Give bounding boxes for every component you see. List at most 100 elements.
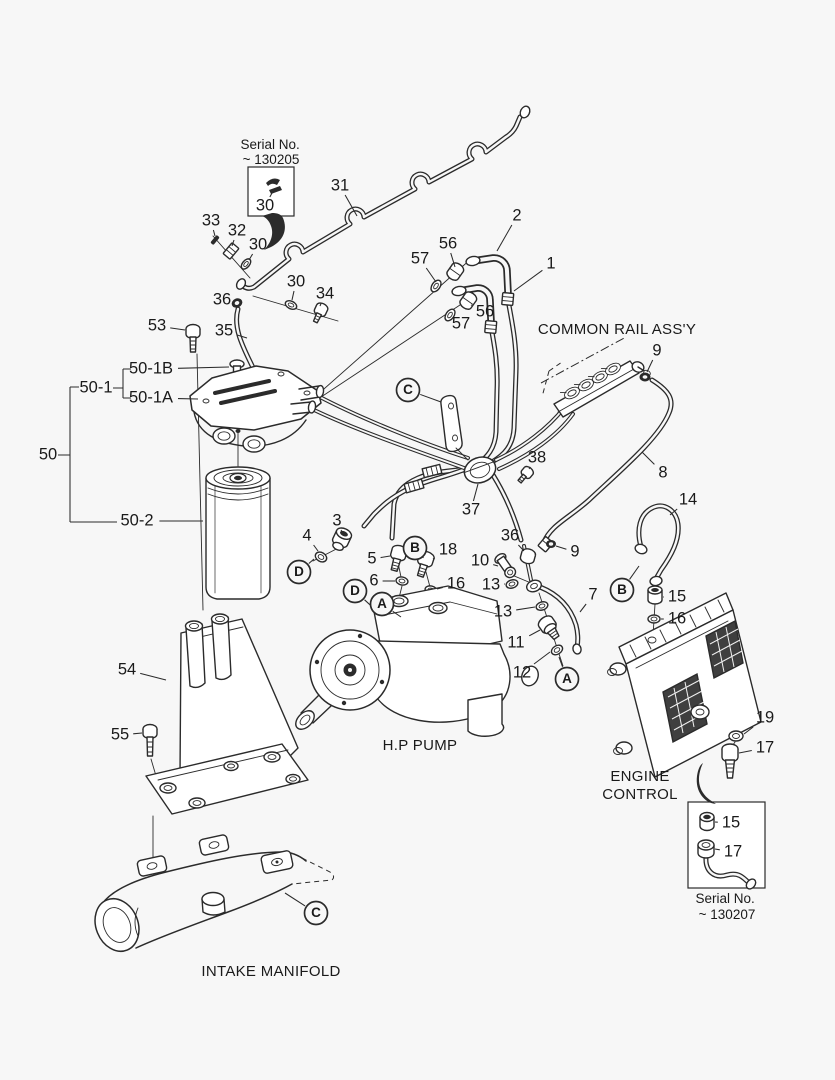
leader-line [237, 334, 248, 339]
part-callout-10-10: 10 [471, 551, 489, 569]
common-rail-assy-label: COMMON RAIL ASS'Y [538, 321, 696, 338]
leader-line [340, 529, 343, 533]
part-callout-1-0: 1 [546, 254, 555, 272]
bracket-tube [210, 613, 232, 681]
part-callout-30-22: 30 [249, 235, 267, 253]
sensor-17 [721, 743, 739, 779]
pipe-end-fittings [210, 235, 329, 324]
part-callout-56-43: 56 [476, 302, 494, 320]
manifold-lug [198, 834, 230, 856]
leader-line [516, 606, 536, 611]
part-callout-50-1A-36: 50-1A [129, 388, 173, 406]
leader-line [472, 483, 479, 502]
part-callout-11-11: 11 [507, 633, 524, 651]
part-callout-9-8: 9 [652, 341, 661, 359]
view-marker-c-0: C [395, 377, 421, 403]
part-callout-13-13: 13 [482, 575, 500, 593]
leader-line [432, 557, 436, 560]
filter-bracket-54 [142, 613, 309, 815]
filter-head-50-1a [189, 365, 325, 453]
leader-line [425, 267, 437, 283]
bracket-tube [184, 620, 206, 689]
ecu-connector [662, 672, 708, 744]
leader-line [313, 544, 319, 552]
svg-text:A: A [562, 671, 572, 686]
leader-line [743, 726, 754, 735]
leader-line [248, 253, 254, 261]
part-callout-35-29: 35 [215, 321, 233, 339]
eyebolt-10 [494, 552, 517, 579]
part-callout-17-47: 17 [724, 842, 742, 860]
pointer-swoosh [696, 763, 716, 804]
leader-line [528, 466, 531, 470]
engine-control-label: ENGINE [610, 768, 669, 785]
hp-pump [295, 585, 539, 737]
pipe-braid [403, 478, 425, 494]
washer-30 [284, 300, 298, 310]
part-callout-37-32: 37 [462, 500, 480, 518]
part-callout-36-30: 36 [213, 290, 231, 308]
ecu-connector [705, 619, 744, 680]
washer-12 [550, 644, 564, 656]
part-callout-5-4: 5 [367, 549, 376, 567]
part-callout-16-18: 16 [447, 574, 465, 592]
clip-9 [546, 540, 556, 548]
part-callout-50-34: 50 [39, 445, 57, 463]
part-callout-6-5: 6 [369, 571, 378, 589]
part-callout-8-7: 8 [658, 463, 667, 481]
part-callout-33-27: 33 [202, 211, 220, 229]
part-callout-16-17: 16 [668, 609, 686, 627]
part-callout-17-19: 17 [756, 738, 774, 756]
leak-off-pipe-31 [235, 105, 531, 291]
svg-text:B: B [617, 582, 627, 597]
part-callout-30-23: 30 [287, 272, 305, 290]
intake-manifold [94, 834, 335, 952]
washer-13 [505, 579, 519, 589]
svg-text:D: D [294, 564, 304, 579]
leader-line [528, 629, 541, 637]
filter-cartridge-50-2 [205, 466, 271, 600]
part-callout-9-9: 9 [570, 542, 579, 560]
serial-box-early [247, 166, 295, 250]
tee-assembly [494, 536, 564, 656]
serial-box-late [687, 763, 766, 890]
banjo-clamp-36 [231, 298, 243, 308]
bolt-34 [312, 302, 329, 324]
svg-text:B: B [410, 540, 420, 555]
part-callout-15-46: 15 [722, 813, 740, 831]
part-callout-15-16: 15 [668, 587, 686, 605]
common-rail [540, 336, 651, 418]
part-callout-2-1: 2 [512, 206, 521, 224]
bolt-11 [537, 615, 560, 641]
nut-36 [519, 548, 537, 565]
hose-7 [540, 587, 582, 655]
view-marker-a-3: A [369, 591, 395, 617]
view-marker-b-6: B [609, 577, 635, 603]
part-callout-30-24: 30 [256, 196, 274, 214]
leader-line [231, 239, 235, 247]
leader-line [738, 750, 752, 754]
view-marker-d-2: D [342, 578, 368, 604]
nut-56 [459, 291, 478, 310]
manifold-lug [260, 850, 294, 874]
leader-line [436, 586, 443, 590]
part-callout-50-2-38: 50-2 [120, 511, 153, 529]
leader-line [392, 610, 402, 618]
leader-line [319, 302, 322, 307]
leader-line [641, 451, 655, 465]
washer-16 [647, 614, 661, 624]
bolt-55 [142, 723, 158, 757]
leader-line [493, 564, 499, 567]
pipe-clamp-37 [463, 456, 497, 484]
leader-line [133, 732, 143, 735]
pipe-crimp [501, 291, 515, 307]
leader-line [669, 508, 678, 516]
pipe-14 [634, 506, 678, 587]
pointer-swoosh [262, 213, 285, 250]
manifold-lug [136, 855, 168, 877]
banjo-tee [526, 579, 542, 593]
leader-line [308, 558, 315, 564]
svg-text:A: A [377, 596, 387, 611]
washer-6 [395, 576, 409, 586]
